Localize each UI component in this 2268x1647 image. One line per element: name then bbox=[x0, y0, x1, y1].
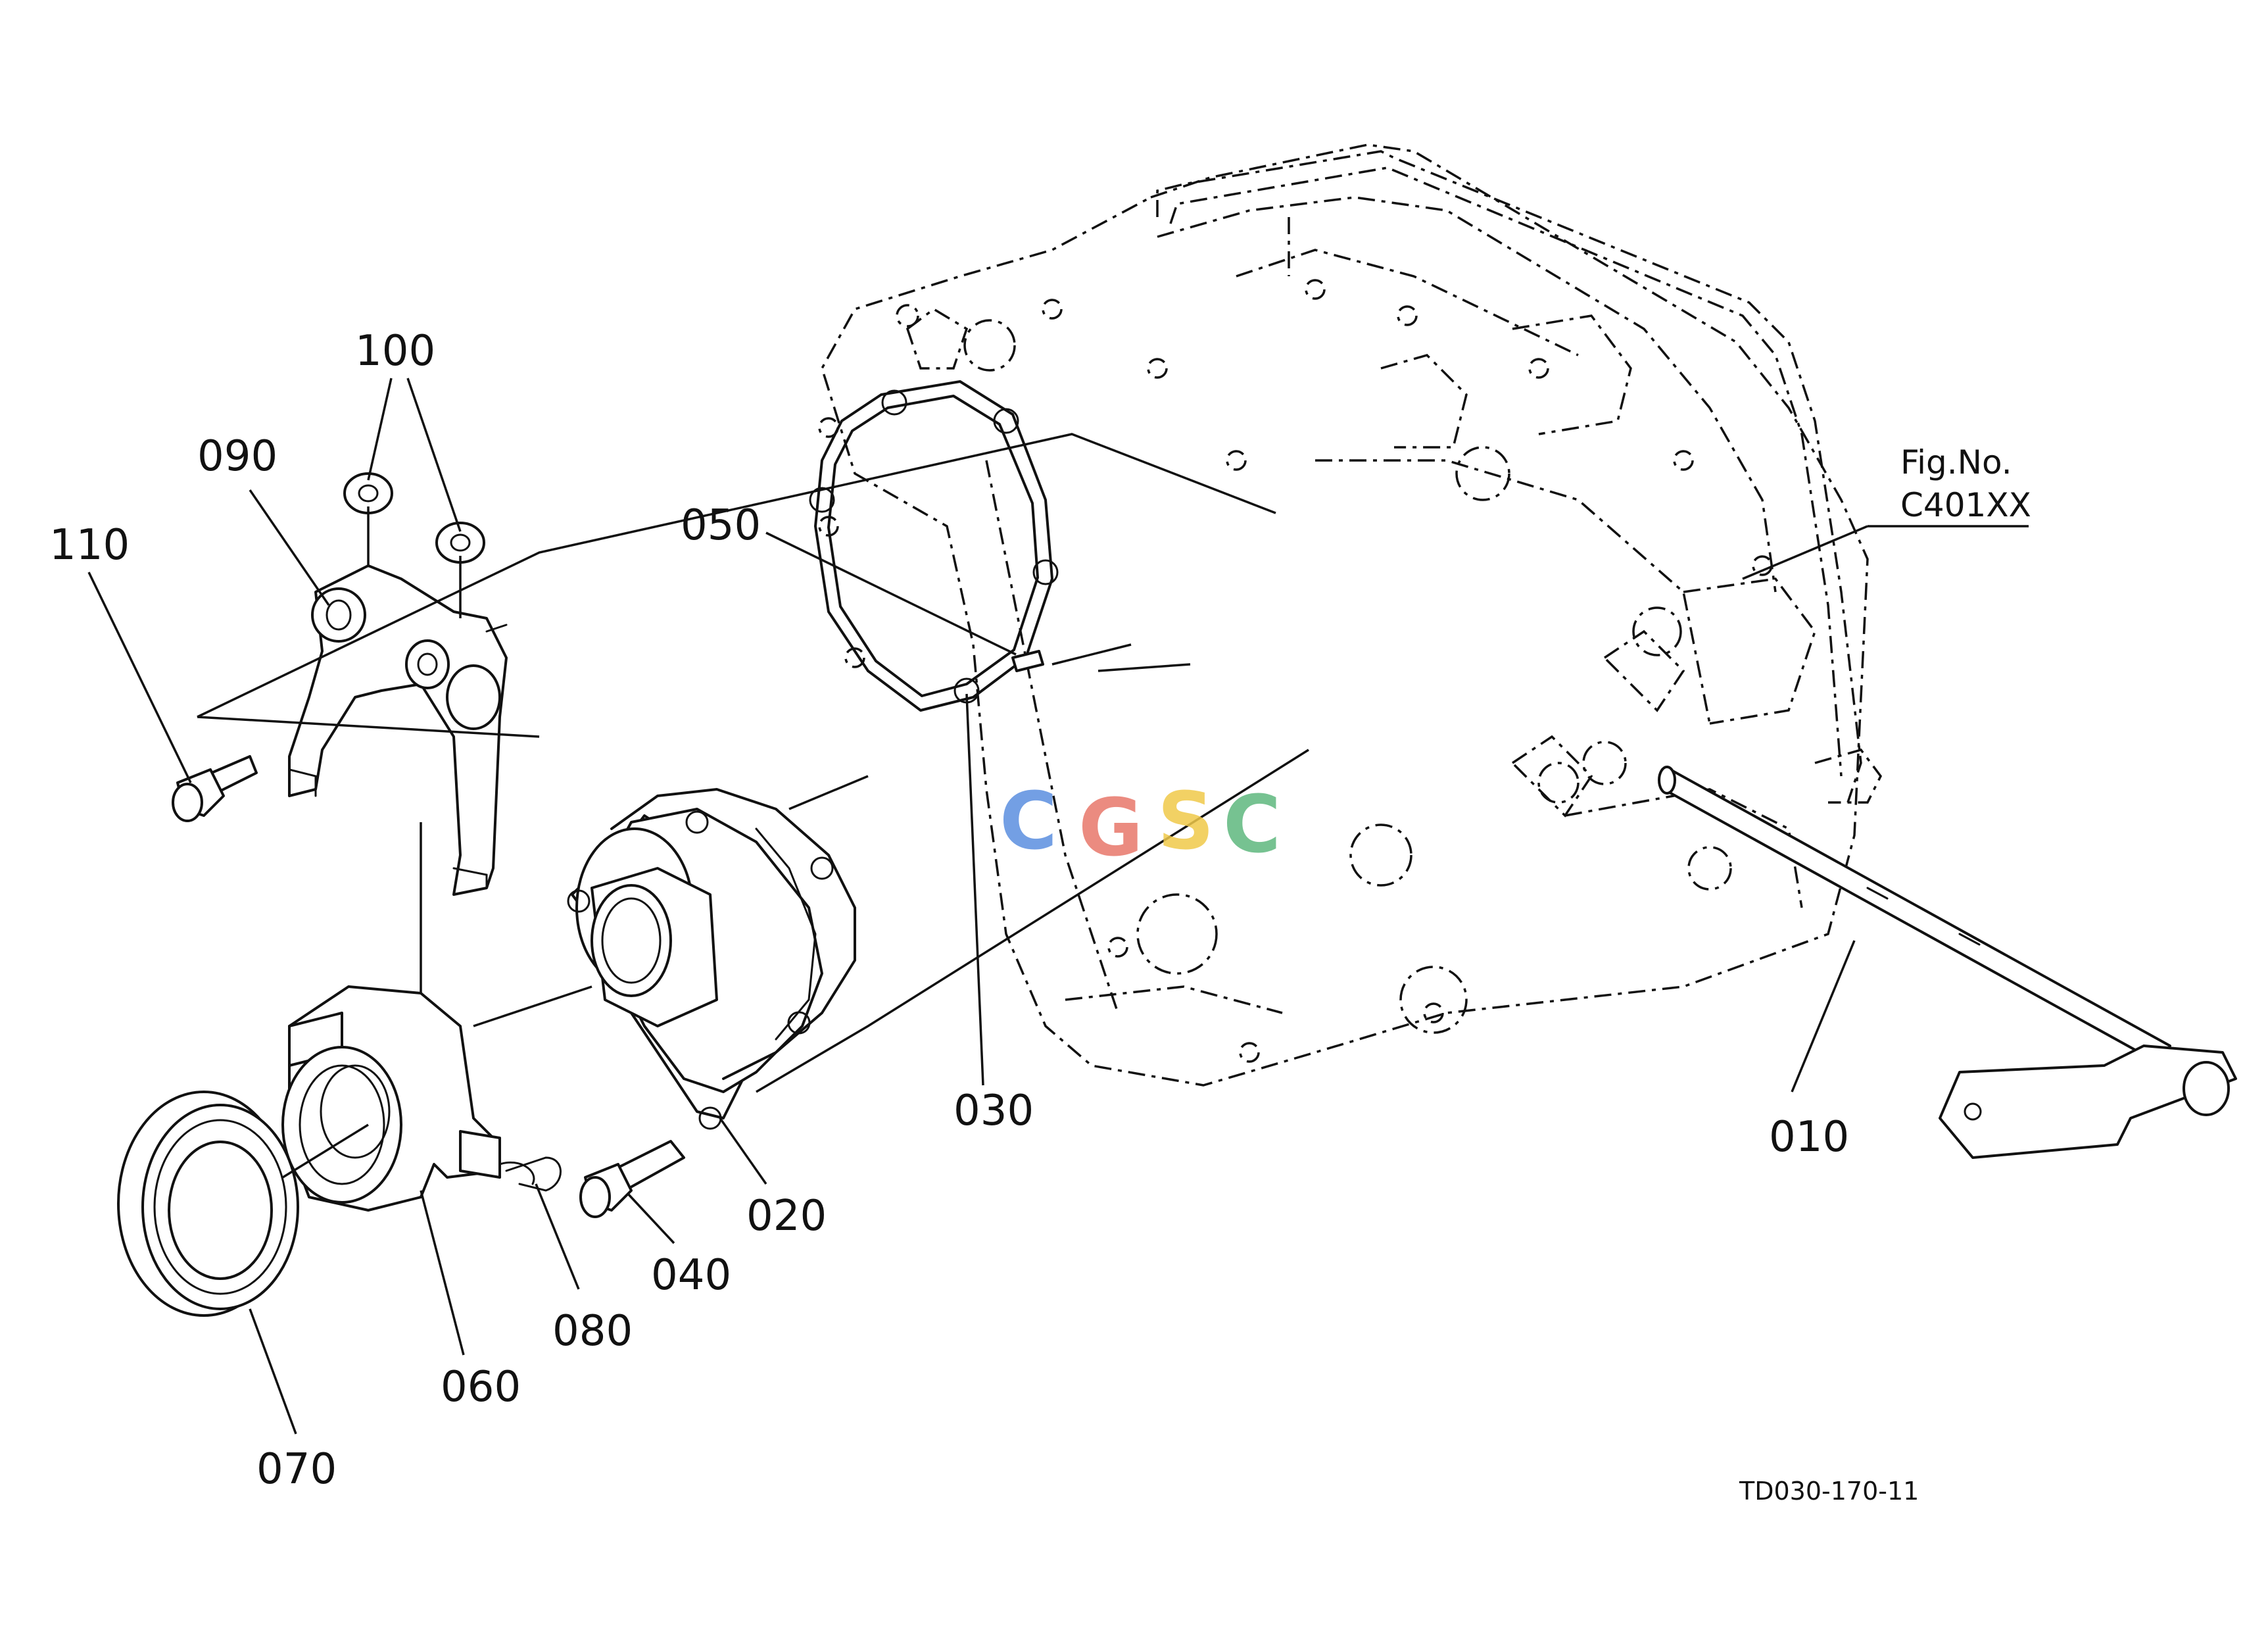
transmission-housing-outline bbox=[818, 143, 1883, 1087]
pin-050 bbox=[1011, 650, 1044, 672]
watermark-letter: C bbox=[1223, 779, 1281, 871]
fig-number: C401XX bbox=[1900, 486, 2031, 524]
callout-090: 090 bbox=[197, 432, 277, 481]
callout-080: 080 bbox=[552, 1307, 633, 1356]
callout-110: 110 bbox=[49, 521, 130, 570]
watermark-letter: G bbox=[1078, 783, 1144, 874]
washers-100 bbox=[343, 472, 485, 564]
callout-100: 100 bbox=[355, 327, 435, 376]
callout-040: 040 bbox=[651, 1251, 731, 1300]
callout-labels: 010 020 030 040 050 060 070 080 090 100 … bbox=[49, 327, 1849, 1494]
callout-030: 030 bbox=[953, 1087, 1034, 1135]
watermark-letter: C bbox=[1000, 776, 1057, 868]
bearing-guide-020 bbox=[567, 788, 856, 1130]
gasket-030 bbox=[809, 380, 1059, 712]
leader-lines bbox=[87, 378, 1868, 1435]
fig-label: Fig.No. bbox=[1900, 443, 2012, 481]
bolt-110 bbox=[172, 755, 258, 822]
release-hub-060 bbox=[281, 985, 535, 1212]
callout-070: 070 bbox=[256, 1445, 337, 1494]
watermark-letter: S bbox=[1157, 776, 1214, 868]
figure-reference: Fig.No. C401XX bbox=[1868, 443, 2031, 528]
release-fork-090 bbox=[288, 564, 508, 896]
callout-060: 060 bbox=[441, 1363, 521, 1412]
drawing-code: TD030-170-11 bbox=[1739, 1477, 1919, 1506]
shaft-010 bbox=[1658, 766, 2237, 1159]
callout-010: 010 bbox=[1769, 1113, 1849, 1162]
clip-080 bbox=[505, 1156, 562, 1192]
callout-020: 020 bbox=[746, 1192, 827, 1241]
callout-050: 050 bbox=[681, 501, 761, 550]
watermark-logo: C G S C bbox=[1000, 776, 1281, 874]
release-bearing-070 bbox=[117, 1091, 299, 1317]
bolt-040 bbox=[579, 1140, 685, 1218]
